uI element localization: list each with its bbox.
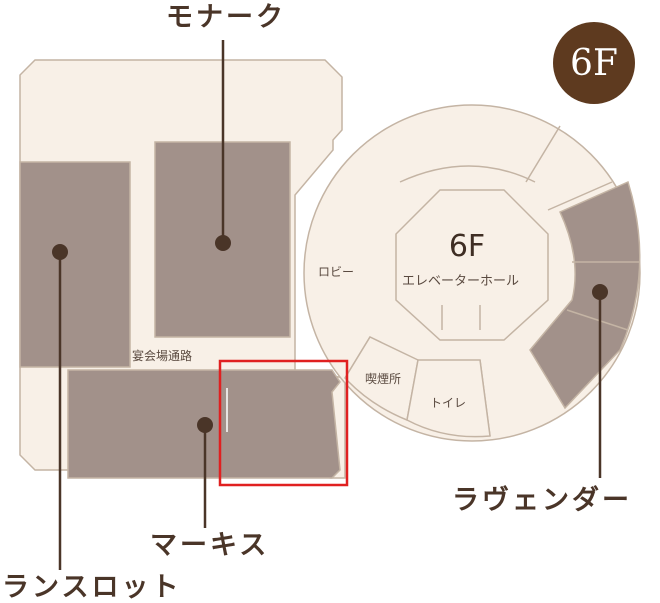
floor-badge: 6F <box>553 22 635 104</box>
elevator-hall-label: エレベーターホール <box>402 274 520 289</box>
lobby-label: ロビー <box>318 265 355 279</box>
monarch-dot <box>215 235 231 251</box>
lancelot-dot <box>52 244 68 260</box>
room-lavender-label: ラヴェンダー <box>452 485 632 516</box>
smoking-label: 喫煙所 <box>365 372 402 386</box>
toilet-room <box>406 359 491 438</box>
room-marquis-label: マーキス <box>150 530 270 561</box>
toilet-label: トイレ <box>430 396 467 410</box>
marquis-dot <box>197 417 213 433</box>
room-lancelot <box>19 161 131 368</box>
lavender-dot <box>592 284 608 300</box>
highlight-box <box>218 359 349 487</box>
hall-floor-label: 6F <box>448 229 486 264</box>
room-lancelot-label: ランスロット <box>2 572 182 603</box>
room-lavender <box>529 180 641 410</box>
corridor-label: 宴会場通路 <box>132 349 193 363</box>
elevator-hall <box>395 189 549 341</box>
room-monarch-label: モナーク <box>166 2 286 33</box>
